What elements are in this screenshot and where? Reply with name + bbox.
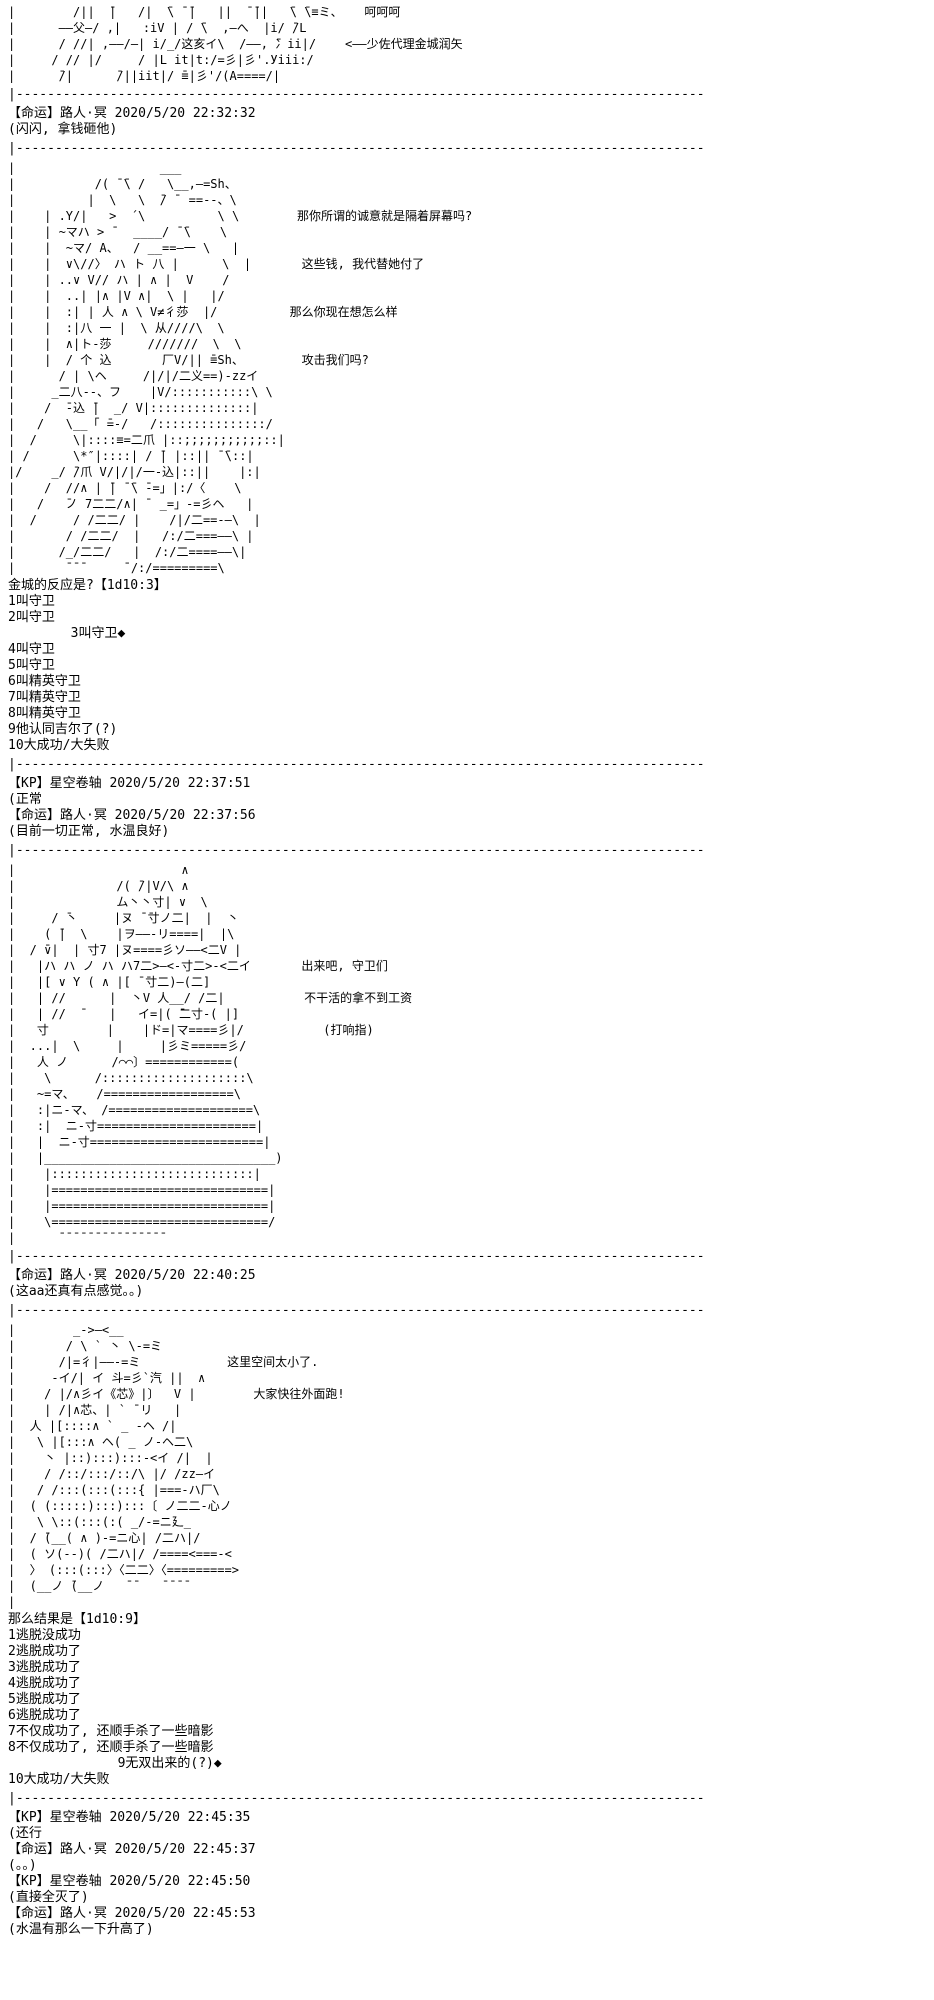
ascii-art-gilgamesh: | ___ | /( ̄ ̄\ / \__,―=Sh、 | | \ \ ̄/ ̄… bbox=[8, 161, 473, 575]
separator-line: |---------------------------------------… bbox=[8, 141, 705, 156]
message-body: (还行 bbox=[8, 1826, 42, 1841]
dice-option: 4叫守卫 bbox=[8, 642, 55, 657]
dice-option: 3逃脱成功了 bbox=[8, 1660, 81, 1675]
dice-roll-title: 那么结果是【1d10:9】 bbox=[8, 1612, 146, 1627]
message-body: (目前一切正常, 水温良好) bbox=[8, 824, 170, 839]
message-author-timestamp: 【KP】星空卷轴 2020/5/20 22:45:50 bbox=[8, 1874, 251, 1889]
separator-line: |---------------------------------------… bbox=[8, 1791, 705, 1806]
chat-message: 【KP】星空卷轴 2020/5/20 22:45:50(直接全灭了) bbox=[8, 1874, 928, 1906]
message-author-timestamp: 【命运】路人·冥 2020/5/20 22:45:37 bbox=[8, 1842, 256, 1857]
chat-message: 【KP】星空卷轴 2020/5/20 22:37:51(正常 bbox=[8, 776, 928, 808]
message-body: (直接全灭了) bbox=[8, 1890, 89, 1905]
separator-line: |---------------------------------------… bbox=[8, 87, 705, 102]
message-author-timestamp: 【命运】路人·冥 2020/5/20 22:40:25 bbox=[8, 1268, 256, 1283]
message-body: (这aa还真有点感觉。。) bbox=[8, 1284, 144, 1299]
message-body: (正常 bbox=[8, 792, 42, 807]
dice-option: 6逃脱成功了 bbox=[8, 1708, 81, 1723]
separator-line: |---------------------------------------… bbox=[8, 757, 705, 772]
dice-option: 6叫精英守卫 bbox=[8, 674, 81, 689]
dice-option: 8不仅成功了, 还顺手杀了一些暗影 bbox=[8, 1740, 214, 1755]
dice-option-selected: 9无双出来的(?)◆ bbox=[8, 1756, 222, 1771]
message-author-timestamp: 【KP】星空卷轴 2020/5/20 22:45:35 bbox=[8, 1810, 251, 1825]
dice-option: 2叫守卫 bbox=[8, 610, 55, 625]
chat-message: 【KP】星空卷轴 2020/5/20 22:45:35(还行 bbox=[8, 1810, 928, 1842]
dice-option: 7不仅成功了, 还顺手杀了一些暗影 bbox=[8, 1724, 214, 1739]
ascii-art-top-kaneshiro: | /|| ̄| /| ̄\ ̄ ̄| || ̄ ̄|| ̄\ ̄\≡ミ、 呵呵… bbox=[8, 5, 463, 83]
chat-message: 【命运】路人·冥 2020/5/20 22:45:37(。。) bbox=[8, 1842, 928, 1874]
dice-option: 7叫精英守卫 bbox=[8, 690, 81, 705]
message-author-timestamp: 【KP】星空卷轴 2020/5/20 22:37:51 bbox=[8, 776, 251, 791]
dice-option-selected: 3叫守卫◆ bbox=[8, 626, 126, 641]
chat-message: 【命运】路人·冥 2020/5/20 22:40:25(这aa还真有点感觉。。) bbox=[8, 1268, 928, 1300]
dice-option: 5叫守卫 bbox=[8, 658, 55, 673]
dice-option: 10大成功/大失败 bbox=[8, 738, 110, 753]
dice-option: 10大成功/大失败 bbox=[8, 1772, 110, 1787]
separator-line: |---------------------------------------… bbox=[8, 1303, 705, 1318]
dice-option: 9他认同吉尔了(?) bbox=[8, 722, 118, 737]
dice-option: 4逃脱成功了 bbox=[8, 1676, 81, 1691]
dice-option: 1叫守卫 bbox=[8, 594, 55, 609]
message-author-timestamp: 【命运】路人·冥 2020/5/20 22:37:56 bbox=[8, 808, 256, 823]
message-body: (。。) bbox=[8, 1858, 37, 1873]
ascii-art-summon-guards: | ∧ | /( ̄/|V/\ ∧ | ム丶丶寸| ∨ \ | / ̄丶 |ヌ … bbox=[8, 863, 413, 1245]
message-body: (闪闪, 拿钱砸他) bbox=[8, 122, 118, 137]
chat-message: 【命运】路人·冥 2020/5/20 22:32:32(闪闪, 拿钱砸他) bbox=[8, 106, 928, 138]
message-body: (水温有那么一下升高了) bbox=[8, 1922, 154, 1937]
ascii-art-escape-run: | _->―<__ | / \ ` 丶 \-=ミ | /|=彳|――-=ミ 这里… bbox=[8, 1323, 345, 1609]
message-author-timestamp: 【命运】路人·冥 2020/5/20 22:45:53 bbox=[8, 1906, 256, 1921]
dice-option: 2逃脱成功了 bbox=[8, 1644, 81, 1659]
dice-option: 5逃脱成功了 bbox=[8, 1692, 81, 1707]
dice-roll-title: 金城的反应是?【1d10:3】 bbox=[8, 578, 167, 593]
thread-log: | /|| ̄| /| ̄\ ̄ ̄| || ̄ ̄|| ̄\ ̄\≡ミ、 呵呵… bbox=[8, 4, 928, 1938]
separator-line: |---------------------------------------… bbox=[8, 843, 705, 858]
dice-option: 8叫精英守卫 bbox=[8, 706, 81, 721]
chat-message: 【命运】路人·冥 2020/5/20 22:45:53(水温有那么一下升高了) bbox=[8, 1906, 928, 1938]
separator-line: |---------------------------------------… bbox=[8, 1249, 705, 1264]
message-author-timestamp: 【命运】路人·冥 2020/5/20 22:32:32 bbox=[8, 106, 256, 121]
dice-option: 1逃脱没成功 bbox=[8, 1628, 81, 1643]
chat-message: 【命运】路人·冥 2020/5/20 22:37:56(目前一切正常, 水温良好… bbox=[8, 808, 928, 840]
